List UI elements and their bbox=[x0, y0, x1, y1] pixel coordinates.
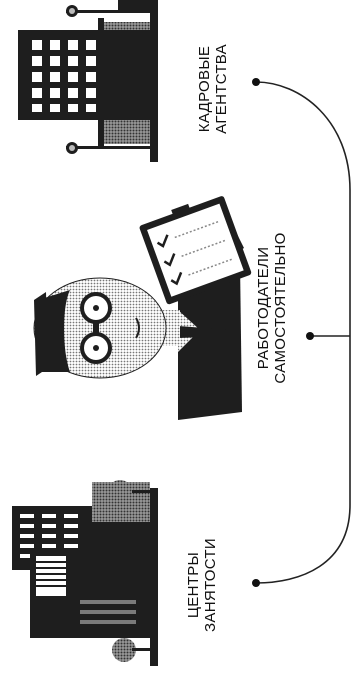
label-agencies-line-1: КАДРОВЫЕ bbox=[196, 44, 213, 134]
office-building-icon bbox=[18, 0, 158, 162]
connector-dot-agencies bbox=[252, 78, 260, 86]
employment-center-building-icon bbox=[12, 480, 158, 666]
man-with-checklist-icon bbox=[34, 192, 252, 420]
label-recruitment-agencies: КАДРОВЫЕ АГЕНТСТВА bbox=[196, 44, 230, 134]
label-centers-line-2: ЗАНЯТОСТИ bbox=[202, 538, 219, 632]
label-employment-centers: ЦЕНТРЫ ЗАНЯТОСТИ bbox=[185, 538, 219, 632]
label-employers-line-1: РАБОТОДАТЕЛИ bbox=[255, 232, 272, 383]
label-centers-line-1: ЦЕНТРЫ bbox=[185, 538, 202, 632]
label-employers-line-2: САМОСТОЯТЕЛЬНО bbox=[272, 232, 289, 383]
connector-dot-centers bbox=[252, 579, 260, 587]
connector-dot-employers bbox=[306, 332, 314, 340]
label-employers-themselves: РАБОТОДАТЕЛИ САМОСТОЯТЕЛЬНО bbox=[255, 232, 289, 383]
label-agencies-line-2: АГЕНТСТВА bbox=[213, 44, 230, 134]
